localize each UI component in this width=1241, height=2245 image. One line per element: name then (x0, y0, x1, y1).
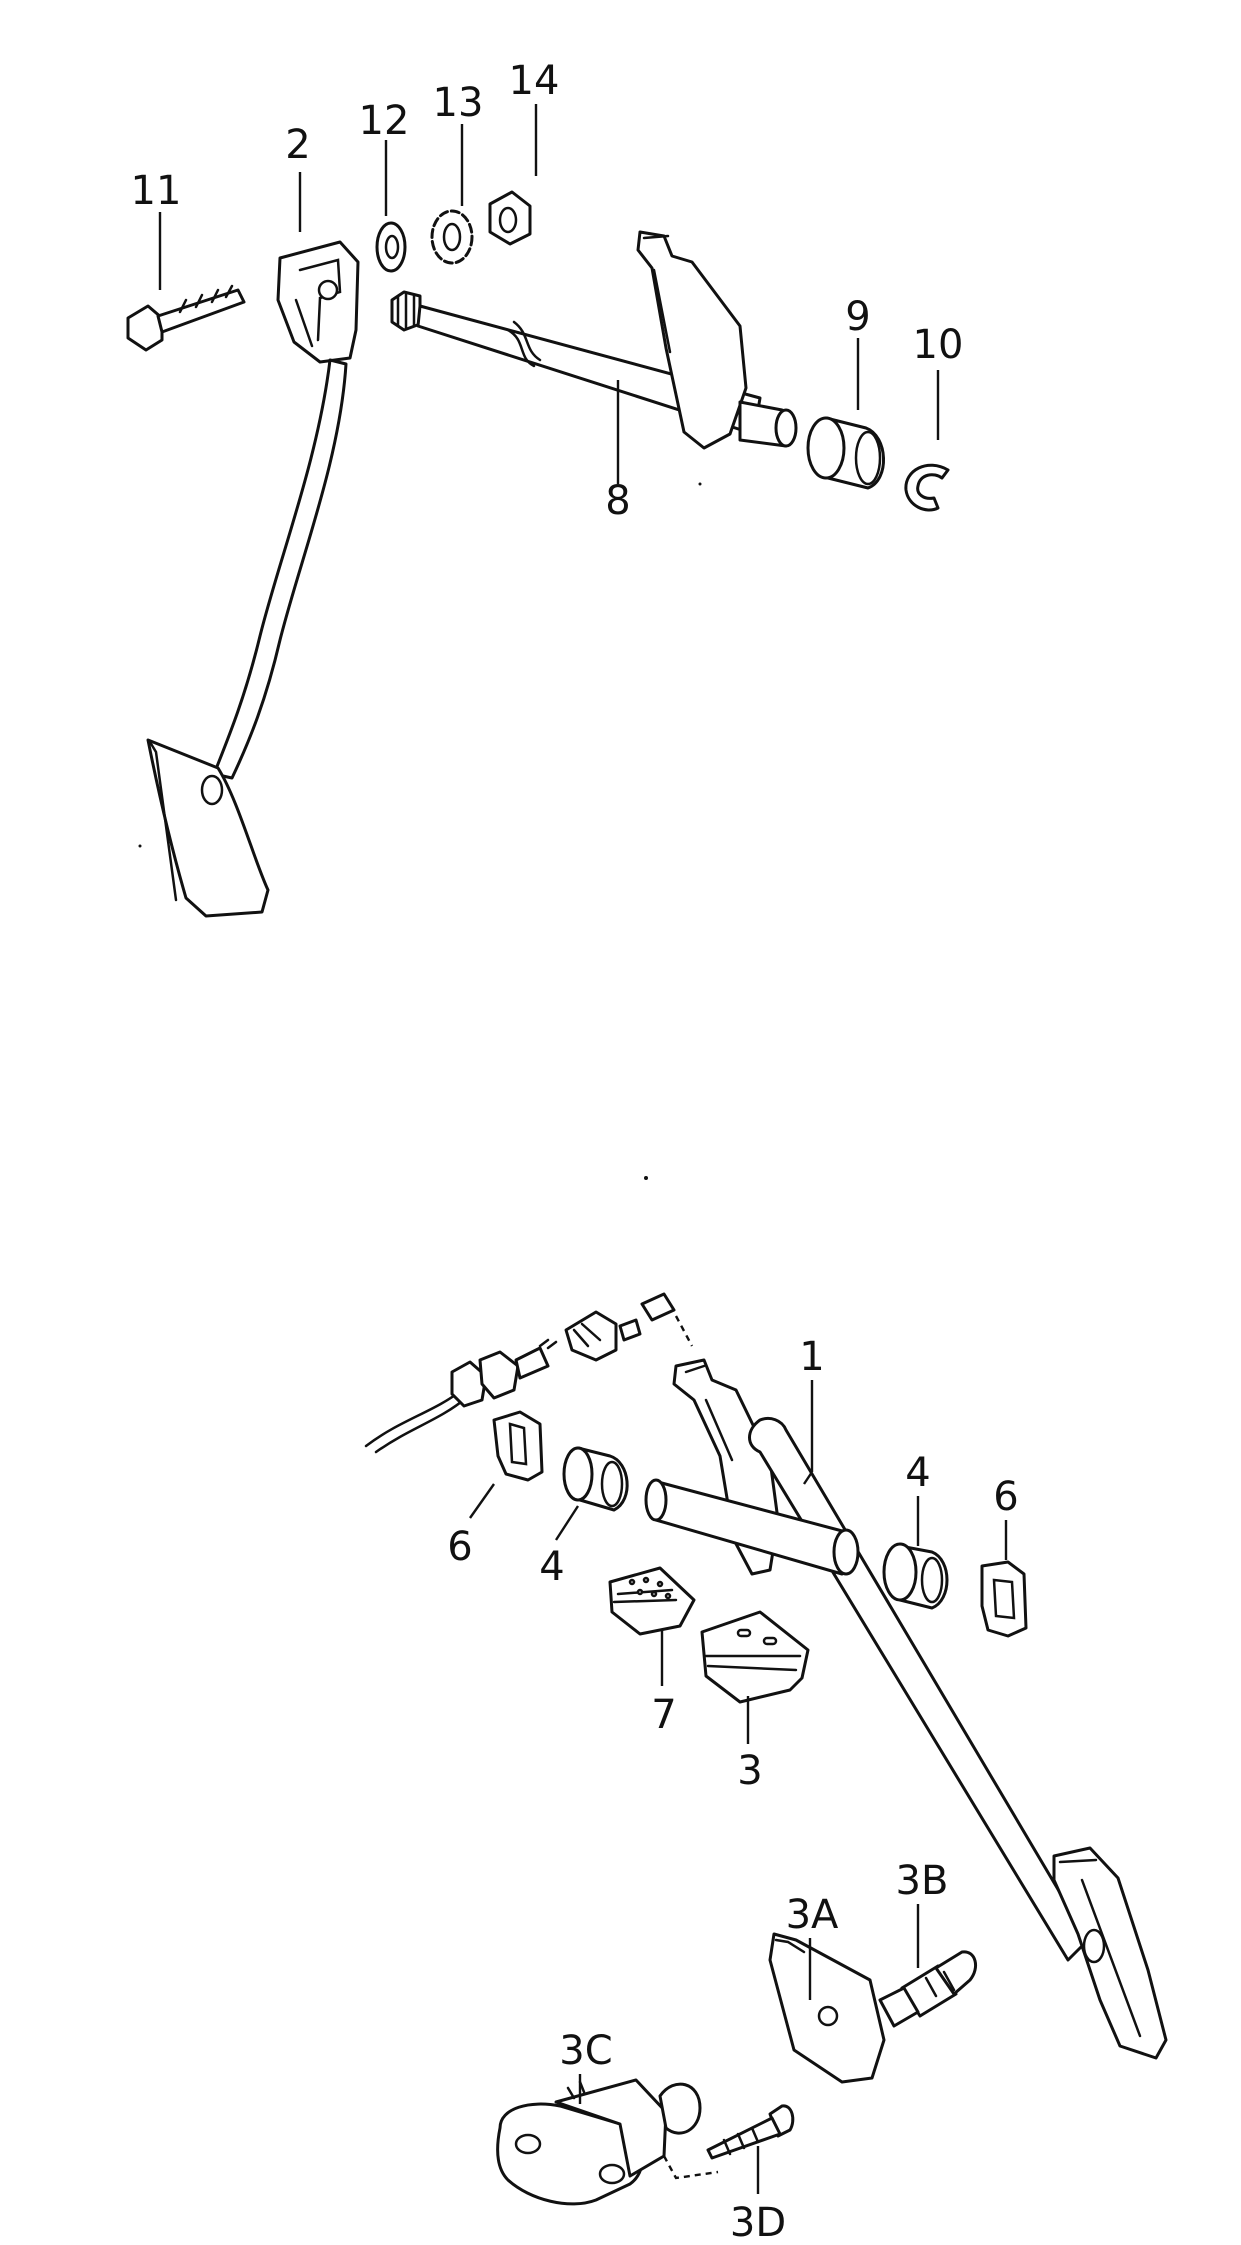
callout-11: 11 (131, 168, 182, 214)
part-1-brake-pedal (644, 1358, 1168, 2060)
callout-3: 3 (737, 1748, 762, 1794)
part-13-lock-washer (430, 209, 474, 265)
part-12-washer (375, 221, 407, 273)
part-6-clip-right (980, 1560, 1028, 1638)
part-6-clip-left (492, 1410, 544, 1482)
part-4-bushing-right (882, 1542, 949, 1610)
callout-10: 10 (913, 322, 964, 368)
part-4-bushing-left (562, 1446, 629, 1512)
upper-pedal-assembly (126, 190, 950, 918)
part-3a-plate (768, 1932, 886, 2084)
callout-3b: 3B (896, 1858, 949, 1904)
callout-7: 7 (651, 1692, 676, 1738)
callout-2: 2 (285, 122, 310, 168)
callout-labels: 11 2 12 13 14 9 10 8 1 6 4 4 6 7 3 3A 3B… (131, 58, 1019, 2245)
part-3c-switch-housing (496, 2078, 719, 2206)
callout-14: 14 (509, 58, 560, 104)
callout-3a: 3A (786, 1892, 839, 1938)
callout-6-right: 6 (993, 1474, 1018, 1520)
callout-3c: 3C (559, 2028, 612, 2074)
callout-4-left: 4 (539, 1544, 564, 1590)
callout-9: 9 (845, 294, 870, 340)
callout-13: 13 (433, 80, 484, 126)
part-7-pad (608, 1566, 696, 1636)
part-9-bushing (806, 416, 885, 490)
part-2-pedal-arm (146, 240, 360, 918)
callout-6-left: 6 (447, 1524, 472, 1570)
part-14-nut (488, 190, 532, 246)
callout-1: 1 (799, 1334, 824, 1380)
callout-12: 12 (359, 98, 410, 144)
callout-3d: 3D (730, 2200, 786, 2245)
part-11-bolt (126, 284, 246, 352)
part-10-circlip (904, 463, 950, 512)
lower-pedal-assembly (364, 1292, 1168, 2206)
part-3-bracket (700, 1610, 810, 1704)
print-specks (138, 482, 702, 1180)
callout-4-right: 4 (905, 1450, 930, 1496)
part-3b-switch (878, 1950, 978, 2028)
cable-and-fittings (364, 1292, 694, 1454)
part-8-shaft (390, 230, 798, 450)
leader-lines (158, 104, 1008, 2194)
callout-8: 8 (605, 478, 630, 524)
part-3d-screw (706, 2104, 795, 2160)
